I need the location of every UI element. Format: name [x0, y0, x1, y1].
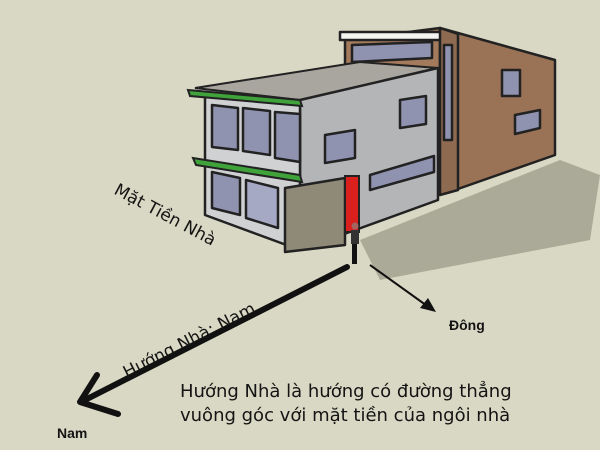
green-ledges [186, 88, 304, 184]
house-shadow [360, 160, 600, 280]
caption-line-2: vuông góc với mặt tiền của ngôi nhà [180, 405, 511, 426]
main-block [203, 66, 440, 254]
south-label: Nam [57, 425, 88, 441]
caption-line-1: Hướng Nhà là hướng có đường thẳng [180, 381, 512, 402]
east-arrow [369, 264, 436, 312]
east-label: Đông [449, 317, 485, 333]
caption: Hướng Nhà là hướng có đường thẳng vuông … [180, 380, 512, 428]
person-figure [351, 222, 359, 264]
south-arrow [77, 264, 350, 417]
